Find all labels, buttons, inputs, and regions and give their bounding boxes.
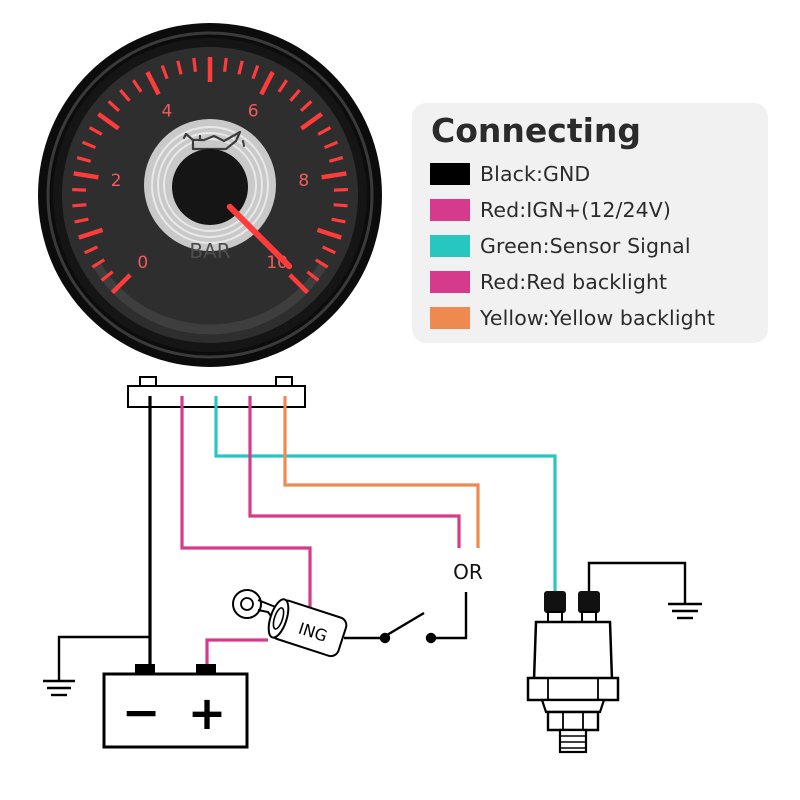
gauge-minor-tick [72,203,87,208]
gauge-major-tick [288,273,310,295]
legend-item-red-ign: Red:IGN+(12/24V) [430,195,671,225]
legend-item-green-signal: Green:Sensor Signal [430,231,691,261]
ground-symbol-sensor [668,602,702,620]
wire-green-signal [214,396,557,592]
gauge-major-tick [97,112,120,131]
legend-item-label: Yellow:Yellow backlight [480,306,715,330]
wire-yellow-backlight [283,396,480,548]
gauge-major-tick [78,227,104,240]
gauge-scale-label: 0 [137,253,148,273]
gauge-scale-label: 4 [161,101,172,121]
legend-swatch [430,307,470,329]
gauge-minor-tick [84,245,99,255]
gauge-minor-tick [160,64,169,80]
battery-positive-symbol: + [188,686,227,740]
gauge-scale-ticks [72,57,348,295]
gauge-minor-tick [323,140,339,150]
legend-swatch [430,235,470,257]
legend-swatch [430,163,470,185]
legend-item-label: Black:GND [480,162,591,186]
gauge-minor-tick [321,245,336,255]
legend-item-label: Red:IGN+(12/24V) [480,198,671,222]
gauge-minor-tick [251,64,260,80]
gauge-scale-label: 8 [298,171,309,191]
wire-red-ign [180,396,312,640]
gauge-needle [226,203,293,270]
connection-legend: Connecting Black:GND Red:IGN+(12/24V) Gr… [412,103,768,343]
gauge-major-tick [145,71,161,96]
legend-swatch [430,199,470,221]
gauge-minor-tick [317,126,332,136]
gauge-major-tick [316,227,342,240]
gauge-minor-tick [72,187,87,192]
ignition-switch: ING [267,598,348,658]
gauge-unit-label: BAR [189,239,230,263]
gauge-minor-tick [299,100,313,113]
legend-item-red-backlight: Red:Red backlight [430,267,667,297]
gauge-minor-tick [237,60,244,75]
gauge-minor-tick [132,79,143,93]
gauge-major-tick [110,273,132,295]
legend-item-label: Green:Sensor Signal [480,234,691,258]
ground-symbol-battery [43,635,150,697]
gauge-minor-tick [74,217,89,224]
gauge-minor-tick [331,217,346,224]
gauge-minor-tick [314,258,329,269]
gauge-minor-tick [222,57,228,73]
wire-red-backlight [248,396,461,548]
gauge-minor-tick [81,140,97,150]
gauge-minor-tick [277,79,288,93]
gauge-minor-tick [289,89,301,102]
oil-can-icon [182,130,245,151]
gauge-minor-tick [328,156,344,163]
gauge-major-tick [73,171,99,180]
gauge-minor-tick [306,270,320,282]
gauge-minor-tick [333,203,348,208]
gauge-minor-tick [119,89,131,102]
wire-ignition-to-battery [205,638,268,668]
gauge-scale-label: 2 [111,171,122,191]
gauge-major-tick [300,112,323,131]
gauge-minor-tick [100,270,114,282]
gauge-minor-tick [107,100,121,113]
legend-item-yellow-backlight: Yellow:Yellow backlight [430,303,715,333]
battery-negative-symbol: − [122,685,161,739]
gauge-minor-tick [192,57,198,73]
gauge-minor-tick [88,126,103,136]
legend-item-label: Red:Red backlight [480,270,668,294]
gauge-minor-tick [76,156,92,163]
battery: − + [102,664,249,749]
pressure-sensor [526,561,702,754]
backlight-switch [344,592,468,644]
gauge-major-tick [259,71,275,96]
legend-title: Connecting [431,111,642,150]
legend-swatch [430,271,470,293]
gauge-scale-label: 6 [248,101,259,121]
or-label: OR [453,560,483,584]
gauge-minor-tick [176,60,183,75]
legend-item-black-gnd: Black:GND [430,159,590,189]
gauge-minor-tick [333,187,348,192]
gauge-minor-tick [91,258,106,269]
gauge-major-tick [321,171,347,180]
